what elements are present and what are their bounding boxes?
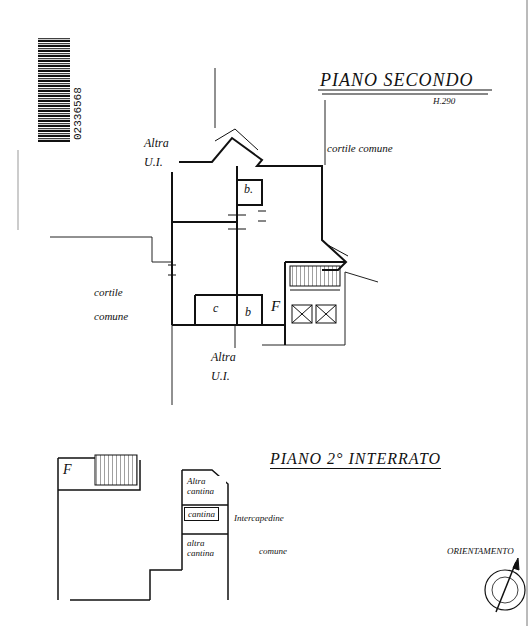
window-marks [168,129,348,275]
plan-heading: PIANO 2° INTERRATO [270,450,441,469]
room-label: altra cantina [186,538,226,559]
plan-title: PIANO SECONDO [320,70,474,91]
room-label: Altra U.I. [143,134,179,172]
sheet-edge [18,150,19,230]
compass-label: ORIENTAMENTO [446,546,515,556]
basement-walls [58,458,228,600]
room-label: F [270,298,281,315]
room-label: cortile comune [93,280,155,328]
cellar-box: cantina [184,507,219,521]
room-label: F [62,462,73,478]
apartment-walls [172,138,346,345]
room-label: Altra cantina [186,476,226,497]
stair [290,266,340,286]
lift-shaft [290,290,340,323]
room-label: b [244,306,252,320]
boundary-lines [50,68,378,405]
room-label: Intercapedine [233,513,285,523]
barcode [38,38,70,142]
barcode-number: 02336568 [72,87,85,140]
stair [95,455,137,485]
room-label: cortile comune [326,136,398,160]
room-label: Altra U.I. [210,348,246,386]
north-compass [485,558,525,612]
sheet-edge [527,0,528,626]
room-label: b. [243,183,254,197]
room-label: cantina [188,509,215,519]
room-label: comune [258,546,288,556]
room-label: c [212,302,219,316]
room-label: H.290 [432,96,456,106]
title-underline [318,90,492,94]
